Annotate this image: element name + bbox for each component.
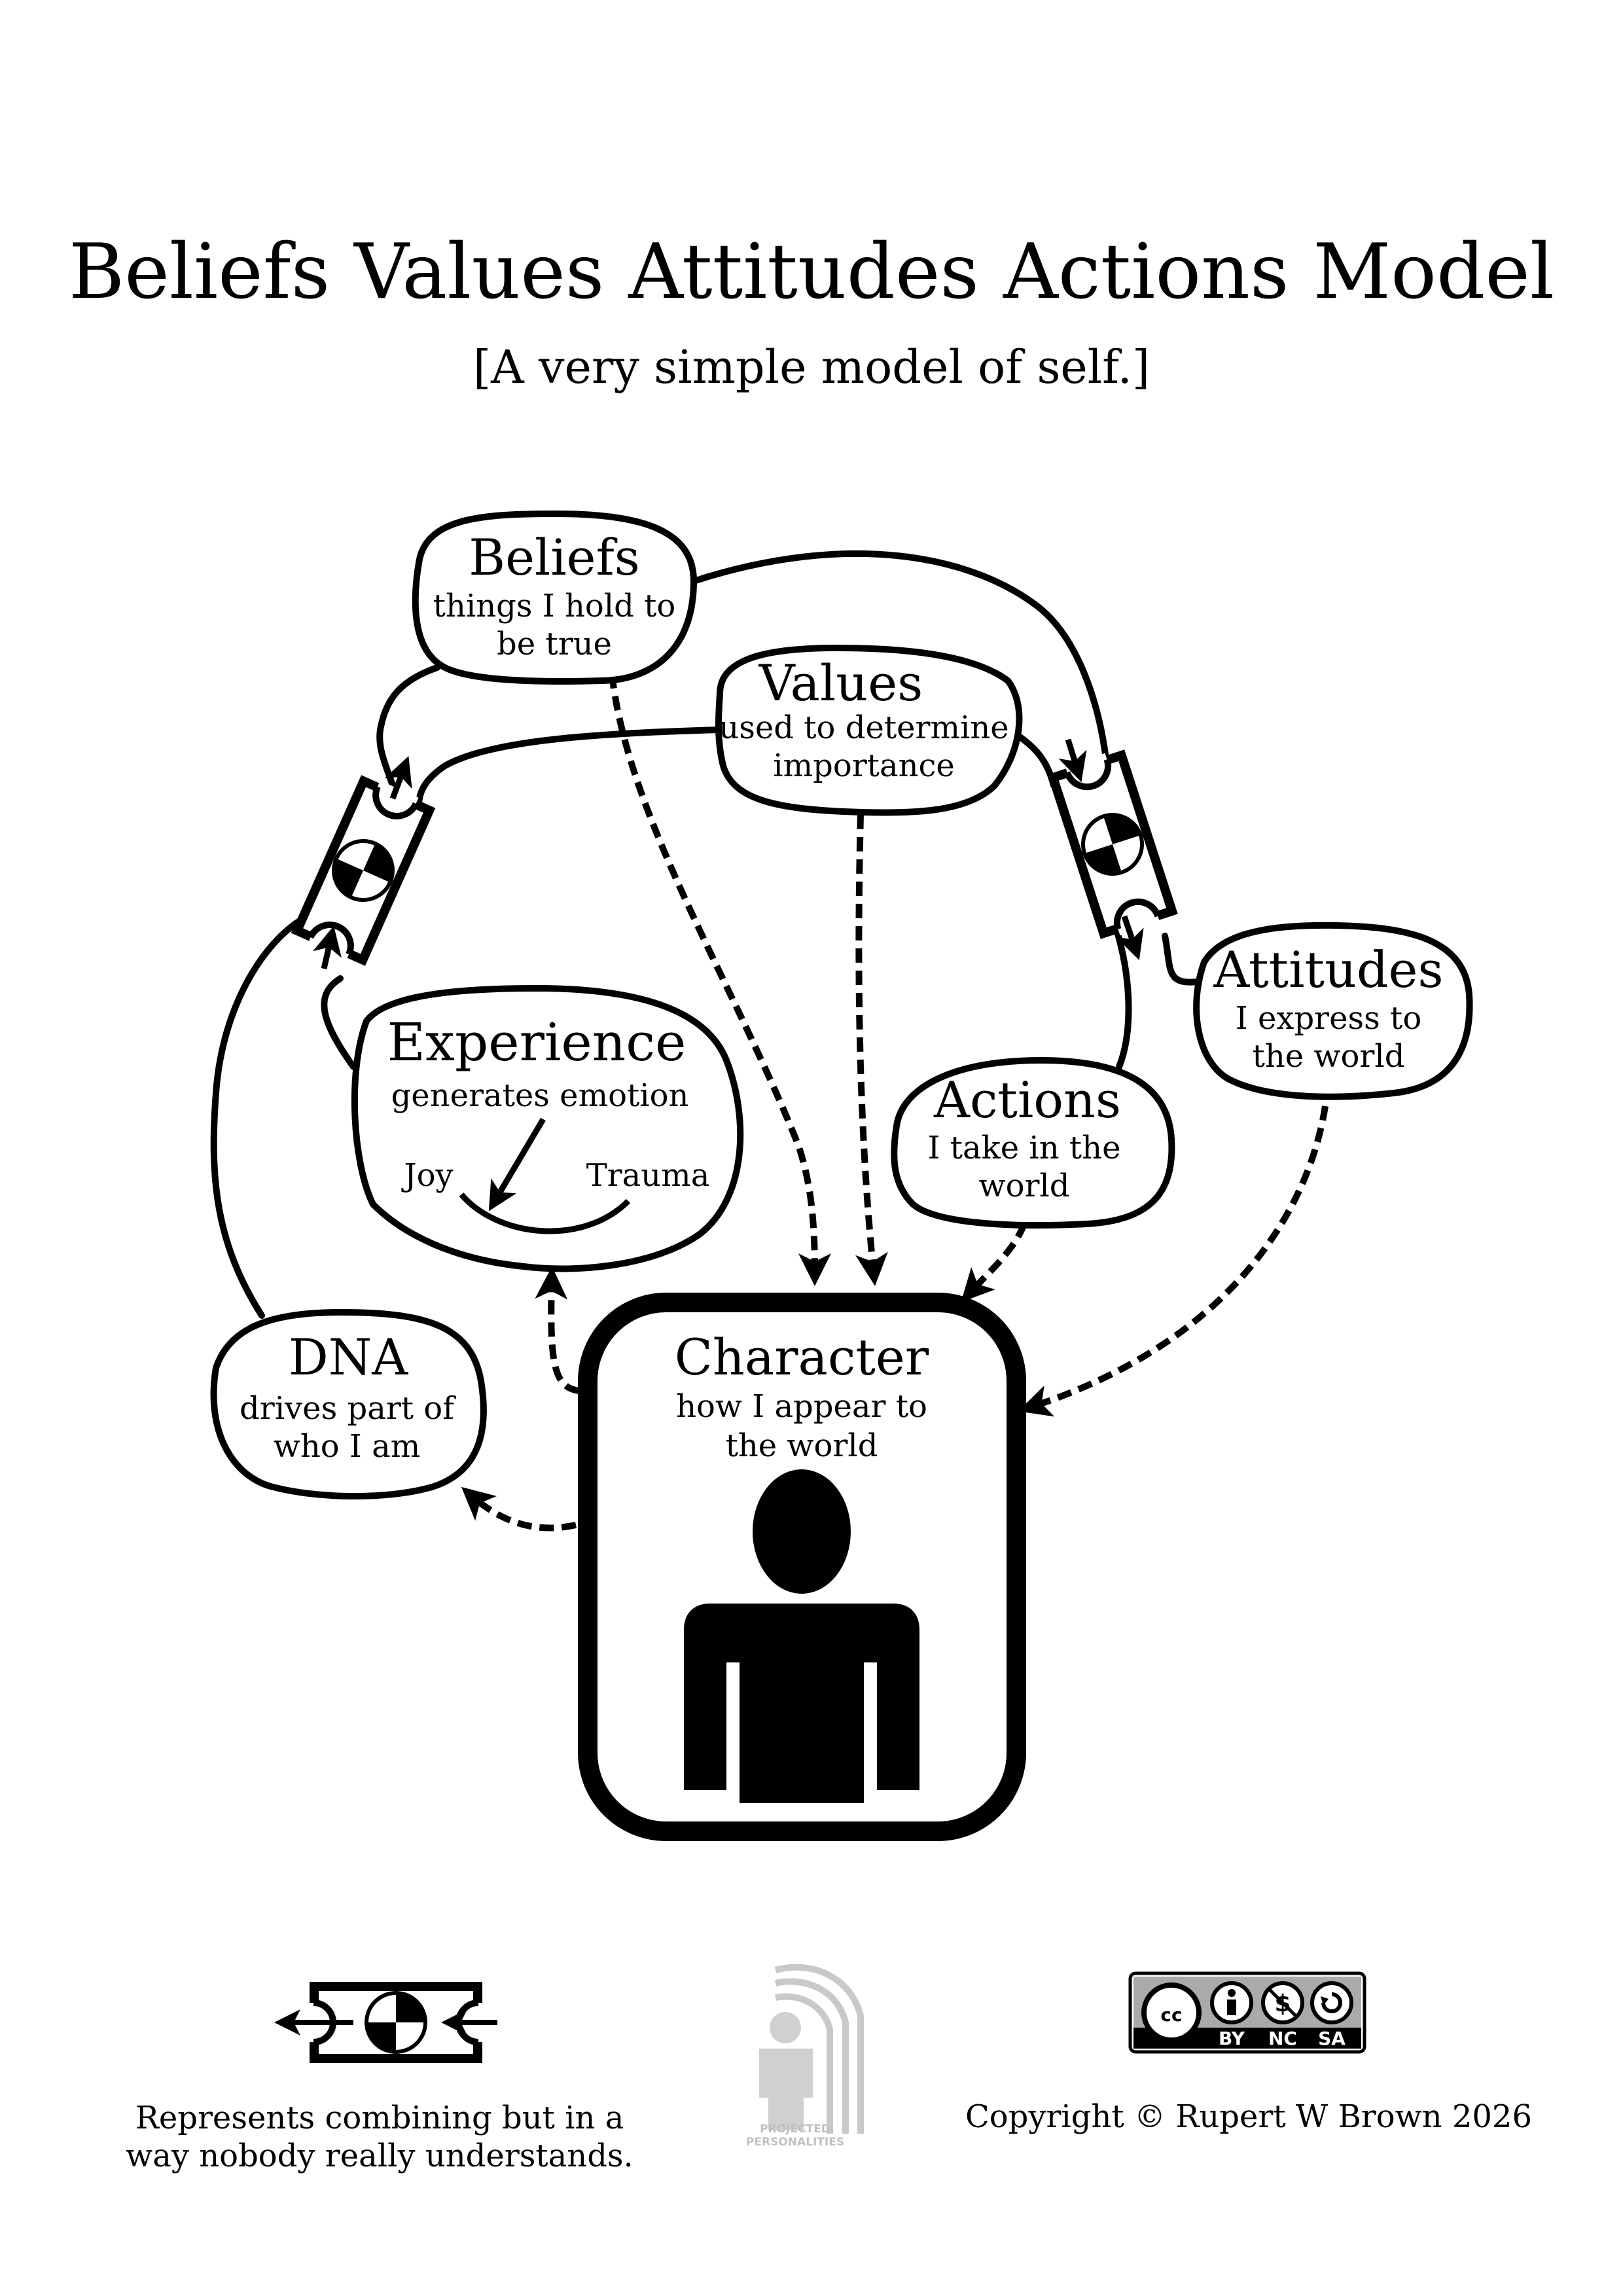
actions-node: Actions I take in the world	[891, 1056, 1175, 1229]
values-to-left-combiner-line	[416, 726, 723, 808]
diagram-subtitle: [A very simple model of self.]	[473, 340, 1150, 394]
character-label: Character	[675, 1328, 929, 1386]
dna-to-left-combiner-line	[210, 913, 311, 1319]
beliefs-node-shape	[412, 510, 698, 685]
dna-node: DNA drives part of who I am	[210, 1308, 487, 1499]
character-node: Character how I appear to the world	[578, 1293, 1026, 1841]
cc-icon-text: cc	[1160, 2004, 1182, 2026]
values-node: Values used to determine importance	[715, 644, 1023, 816]
beliefs-to-right-combiner-line	[690, 550, 1109, 762]
experience-label: Experience	[387, 1012, 687, 1073]
experience-node: Experience generates emotion Joy Trauma	[351, 984, 744, 1272]
emotion-scale-arc	[459, 1193, 631, 1234]
actions-to-character-arrow	[961, 1223, 1027, 1302]
values-label: Values	[758, 654, 923, 712]
emotion-scale-trauma-label: Trauma	[586, 1157, 710, 1194]
right-combiner-to-attitudes-line	[1162, 933, 1201, 986]
left-combiner-in-arrow	[313, 925, 342, 970]
logo-line-2: PERSONALITIES	[746, 2136, 844, 2149]
legend-desc-line-2: way nobody really understands.	[126, 2138, 633, 2174]
dashed-connectors	[461, 673, 1329, 1532]
sa-icon	[1310, 1981, 1353, 2024]
character-to-experience-arrow	[535, 1266, 580, 1394]
cc-by-label: BY	[1219, 2028, 1245, 2049]
dna-desc-line-1: drives part of	[240, 1390, 456, 1427]
emotion-scale-pointer-arrow	[488, 1117, 546, 1211]
character-to-dna-arrow	[461, 1486, 577, 1532]
attitudes-desc-line-1: I express to	[1236, 1000, 1421, 1037]
character-desc-line-2: the world	[726, 1427, 878, 1464]
cc-sa-label: SA	[1318, 2028, 1346, 2049]
left-combiner-icon	[294, 774, 432, 966]
person-icon	[684, 1469, 919, 1803]
copyright-text: Copyright © Rupert W Brown 2026	[965, 2098, 1532, 2135]
dna-label: DNA	[289, 1328, 408, 1386]
attitudes-to-character-arrow	[1018, 1105, 1329, 1417]
actions-desc-line-2: world	[978, 1168, 1069, 1204]
right-combiner-to-actions-line	[1113, 926, 1132, 1070]
values-node-shape	[715, 644, 1023, 816]
values-to-character-arrow	[855, 814, 888, 1286]
experience-desc-line-1: generates emotion	[391, 1077, 689, 1114]
values-desc-line-1: used to determine	[719, 709, 1008, 746]
values-desc-line-2: importance	[773, 747, 955, 784]
dna-desc-line-2: who I am	[274, 1428, 421, 1465]
cc-nc-label: NC	[1268, 2028, 1297, 2049]
attitudes-node: Attitudes I express to the world	[1193, 922, 1473, 1100]
dna-node-shape	[210, 1308, 487, 1499]
right-combiner-icon	[1051, 749, 1175, 941]
experience-to-left-combiner-line	[321, 975, 357, 1070]
beliefs-desc-line-1: things I hold to	[433, 588, 676, 624]
diagram-title: Beliefs Values Attitudes Actions Model	[69, 228, 1554, 316]
beliefs-to-left-combiner-line	[376, 664, 440, 789]
right-combiner-in-arrow	[1058, 738, 1087, 783]
experience-node-shape	[351, 984, 744, 1272]
attitudes-node-shape	[1193, 922, 1473, 1100]
logo-line-1: PROJECTED	[760, 2123, 830, 2136]
legend-desc-line-1: Represents combining but in a	[135, 2100, 624, 2136]
beliefs-node: Beliefs things I hold to be true	[412, 510, 698, 685]
cc-icon	[1141, 1982, 1202, 2043]
attitudes-desc-line-2: the world	[1253, 1038, 1405, 1075]
left-combiner-out-arrow	[384, 756, 412, 800]
beliefs-label: Beliefs	[469, 528, 640, 586]
attitudes-label: Attitudes	[1213, 941, 1443, 999]
actions-node-shape	[891, 1056, 1175, 1229]
actions-desc-line-1: I take in the	[927, 1130, 1120, 1166]
beliefs-desc-line-2: be true	[497, 626, 612, 662]
actions-label: Actions	[933, 1071, 1121, 1129]
cc-license-badge: cc $ BY NC SA	[1128, 1971, 1366, 2054]
emotion-scale-joy-label: Joy	[401, 1157, 453, 1194]
character-desc-line-1: how I appear to	[676, 1388, 927, 1425]
right-combiner-out-arrow	[1116, 915, 1144, 961]
values-to-right-combiner-line	[1011, 730, 1057, 789]
projected-personalities-logo: PROJECTED PERSONALITIES	[746, 1964, 864, 2149]
